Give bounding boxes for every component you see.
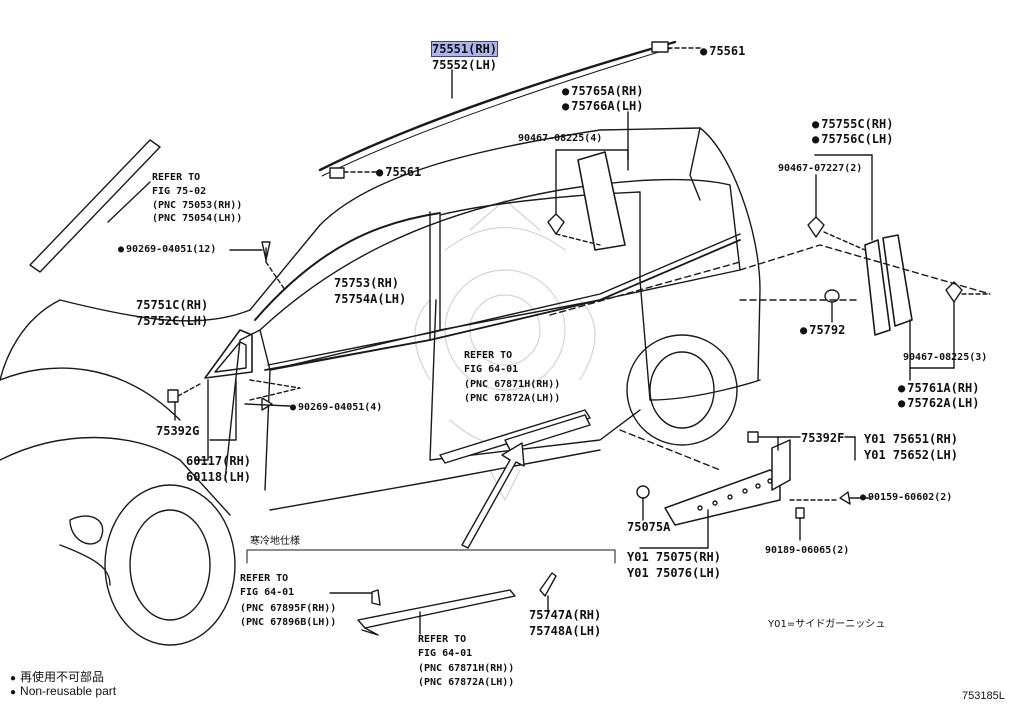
part-75552-label[interactable]: 75552(LH) bbox=[432, 58, 498, 72]
corner-piece-75747 bbox=[539, 572, 557, 597]
clip-75075a bbox=[636, 485, 650, 521]
clip-75392f bbox=[747, 431, 856, 461]
part-90467-08225-a-label[interactable]: 90467-08225(4) bbox=[518, 133, 603, 144]
part-75762a-label[interactable]: 75762A(LH) bbox=[898, 396, 979, 410]
cold-spec-clip bbox=[371, 589, 381, 606]
vehicle-body bbox=[0, 127, 761, 646]
legend-jp: ●再使用不可部品 bbox=[10, 668, 104, 685]
part-75754a-label[interactable]: 75754A(LH) bbox=[334, 292, 407, 306]
ref-fig64-c-line2[interactable]: FIG 64-01 bbox=[418, 648, 473, 659]
legend-jp-text: 再使用不可部品 bbox=[20, 670, 105, 684]
y01-note: Y01=サイドガーニッシュ bbox=[768, 619, 886, 630]
part-90269-04051-a-label[interactable]: 90269-04051(12) bbox=[118, 244, 216, 256]
quarter-window bbox=[204, 329, 253, 379]
legend-dot-icon: ● bbox=[10, 687, 17, 698]
clip-90467-a bbox=[547, 149, 629, 246]
part-90159-60602-label[interactable]: 90159-60602(2) bbox=[860, 492, 952, 504]
part-90189-06065-label[interactable]: 90189-06065(2) bbox=[765, 545, 850, 556]
ref-fig64-a-line2[interactable]: FIG 64-01 bbox=[464, 364, 519, 375]
ref-fig64-a-line4: (PNC 67872A(LH)) bbox=[464, 393, 561, 404]
part-60118-label[interactable]: 60118(LH) bbox=[186, 470, 252, 484]
clip-90269-a bbox=[229, 241, 286, 291]
part-75756c-label[interactable]: 75756C(LH) bbox=[812, 132, 893, 146]
part-75392g-label[interactable]: 75392G bbox=[156, 424, 200, 438]
part-75753-label[interactable]: 75753(RH) bbox=[334, 276, 400, 290]
part-75651-label[interactable]: Y01 75651(RH) bbox=[864, 432, 958, 446]
part-75392f-label[interactable]: 75392F bbox=[801, 431, 845, 445]
part-75652-label[interactable]: Y01 75652(LH) bbox=[864, 448, 958, 462]
clip-90467-b bbox=[807, 174, 866, 251]
ref-fig64-a-line1: REFER TO bbox=[464, 350, 513, 361]
part-75076-label[interactable]: Y01 75076(LH) bbox=[627, 566, 721, 580]
part-90467-08225-c-label[interactable]: 90467-08225(3) bbox=[903, 352, 988, 363]
cold-spec-strip bbox=[357, 589, 516, 629]
ref-fig75-line1: REFER TO bbox=[152, 172, 201, 183]
cold-spec-label: 寒冷地仕様 bbox=[250, 536, 300, 547]
legend-dot-icon: ● bbox=[10, 673, 17, 684]
ref-fig64-c-line4: (PNC 67872A(LH)) bbox=[418, 677, 515, 688]
a-pillar-trim bbox=[29, 139, 161, 273]
side-garnish-lower bbox=[619, 429, 791, 549]
legend-en: ●Non-reusable part bbox=[10, 684, 116, 698]
part-75765a-label[interactable]: 75765A(RH) bbox=[562, 84, 643, 98]
legend-en-text: Non-reusable part bbox=[20, 684, 117, 698]
clip-90269-b bbox=[244, 397, 291, 411]
rear-pillar-garnish bbox=[577, 151, 626, 251]
part-75747a-label[interactable]: 75747A(RH) bbox=[529, 608, 602, 622]
part-75561-top-label[interactable]: 75561 bbox=[700, 44, 745, 58]
part-75752c-label[interactable]: 75752C(LH) bbox=[136, 314, 209, 328]
direction-arrow bbox=[461, 442, 525, 549]
ref-fig64-b-line2[interactable]: FIG 64-01 bbox=[240, 587, 295, 598]
part-60117-label[interactable]: 60117(RH) bbox=[186, 454, 252, 468]
part-75075a-label[interactable]: 75075A bbox=[627, 520, 671, 534]
ref-fig75-line2[interactable]: FIG 75-02 bbox=[152, 186, 207, 197]
clip-75792 bbox=[824, 289, 840, 323]
cold-spec-bracket bbox=[246, 549, 616, 564]
part-75761a-label[interactable]: 75761A(RH) bbox=[898, 381, 979, 395]
clip-90467-c bbox=[909, 281, 991, 381]
clip-75392g bbox=[167, 383, 201, 421]
part-75755c-label[interactable]: 75755C(RH) bbox=[812, 117, 893, 131]
watermark-emblem bbox=[414, 199, 596, 501]
ref-fig64-a-line3: (PNC 67871H(RH)) bbox=[464, 379, 561, 390]
part-90269-04051-b-label[interactable]: 90269-04051(4) bbox=[290, 402, 382, 414]
clip-90159 bbox=[789, 491, 871, 505]
part-75792-label[interactable]: 75792 bbox=[800, 323, 845, 337]
ref-fig64-c-line1: REFER TO bbox=[418, 634, 467, 645]
part-90467-07227-label[interactable]: 90467-07227(2) bbox=[778, 163, 863, 174]
part-75561-mid-label[interactable]: 75561 bbox=[376, 165, 421, 179]
part-75551-label[interactable]: 75551(RH) bbox=[430, 41, 499, 57]
ref-fig64-b-line3: (PNC 67895F(RH)) bbox=[240, 603, 337, 614]
part-75075-label[interactable]: Y01 75075(RH) bbox=[627, 550, 721, 564]
roof-molding bbox=[318, 40, 677, 172]
door-frame-molding bbox=[254, 212, 441, 321]
part-75766a-label[interactable]: 75766A(LH) bbox=[562, 99, 643, 113]
part-75751c-label[interactable]: 75751C(RH) bbox=[136, 298, 209, 312]
rear-garnish-75755 bbox=[814, 154, 913, 336]
ref-fig64-b-line4: (PNC 67896B(LH)) bbox=[240, 617, 337, 628]
part-75748a-label[interactable]: 75748A(LH) bbox=[529, 624, 602, 638]
ref-fig75-line4: (PNC 75054(LH)) bbox=[152, 213, 243, 224]
ref-fig64-b-line1: REFER TO bbox=[240, 573, 289, 584]
ref-fig75-line3: (PNC 75053(RH)) bbox=[152, 200, 243, 211]
ref-fig64-c-line3: (PNC 67871H(RH)) bbox=[418, 663, 515, 674]
diagram-code: 753185L bbox=[962, 690, 1005, 702]
clip-90189 bbox=[795, 507, 805, 541]
